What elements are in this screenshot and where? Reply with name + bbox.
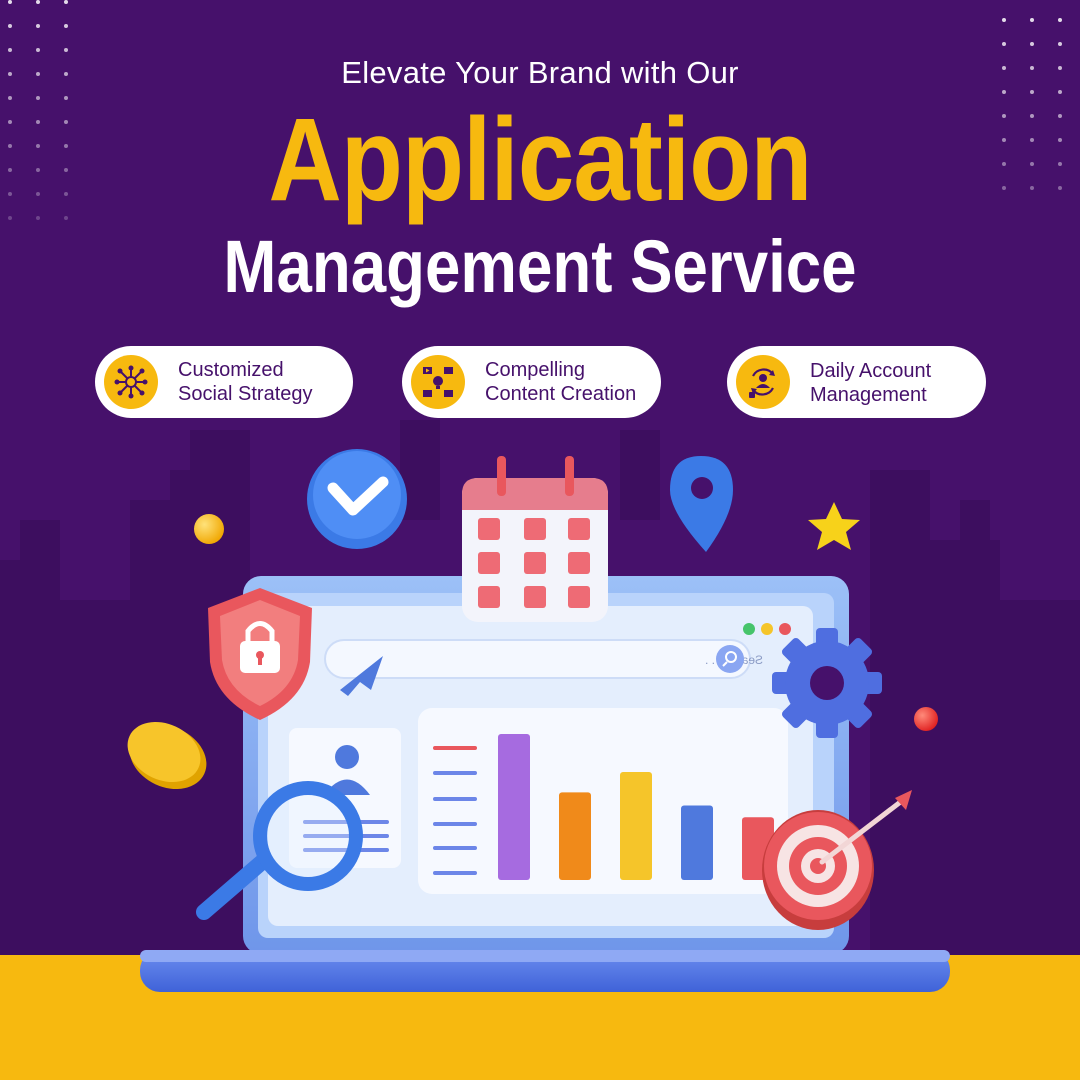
location-pin-icon	[670, 456, 733, 552]
account-management-icon	[736, 355, 790, 409]
decor-ball-yellow	[194, 514, 224, 544]
magnifier-icon	[196, 781, 363, 920]
tagline: Elevate Your Brand with Our	[341, 55, 739, 90]
headline: Application	[268, 94, 812, 226]
dot-grid-left	[8, 0, 78, 225]
content-creation-icon	[411, 355, 465, 409]
chart-bar	[620, 771, 652, 880]
check-circle-icon	[307, 449, 407, 549]
shield-lock-icon	[208, 588, 312, 720]
decor-ball-red	[914, 707, 938, 731]
coin-icon	[127, 721, 207, 790]
laptop-illustration: Search . . .	[127, 449, 950, 992]
search-bar: Search . . .	[324, 639, 763, 679]
star-icon	[808, 502, 860, 550]
chart-bar	[498, 734, 530, 880]
gear-icon	[772, 628, 882, 738]
subheadline: Management Service	[223, 225, 857, 308]
dot-grid-right	[1002, 18, 1072, 198]
target-icon	[762, 790, 912, 930]
chart-bar	[681, 805, 713, 880]
window-controls	[743, 623, 791, 635]
chart-bar	[559, 792, 591, 880]
calendar-icon	[462, 456, 608, 622]
chart-panel	[418, 708, 788, 894]
cursor-arrow-icon	[340, 656, 383, 696]
social-network-icon	[104, 355, 158, 409]
laptop-base	[140, 950, 950, 992]
